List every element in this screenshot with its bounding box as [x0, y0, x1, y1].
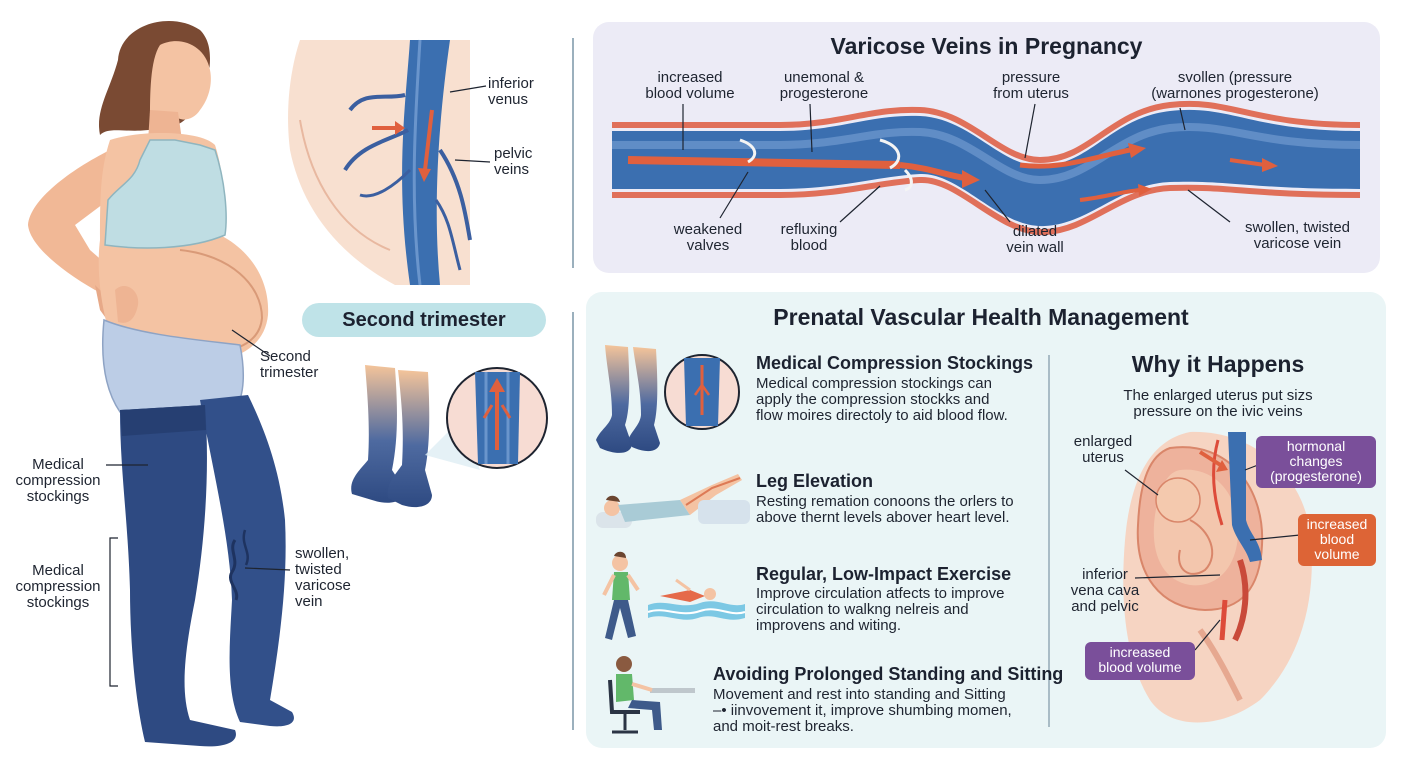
swollen-pressure-label: svollen (pressure (warnones progesterone… [1151, 69, 1319, 102]
pelvic-veins-label: pelvic veins [494, 145, 533, 178]
inferior-vena-label: inferior vena cava and pelvic [1070, 566, 1140, 615]
dilated-wall-label: dilated vein wall [1006, 223, 1064, 256]
stockings-label-1: Medical compression stockings [15, 456, 101, 505]
hormonal-label: unemonal & progesterone [779, 69, 869, 102]
refluxing-blood-label: refluxing blood [780, 221, 838, 254]
second-trimester-pointer-label: Second trimester [260, 348, 319, 381]
divider-top [572, 38, 574, 268]
swollen-twisted-label: swollen, twisted varicose vein [1244, 219, 1351, 252]
item-desc-avoid-standing: Movement and rest into standing and Sitt… [713, 686, 1012, 735]
item-title-stockings: Medical Compression Stockings [756, 353, 1034, 373]
item-desc-stockings: Medical compression stockings can apply … [756, 375, 1008, 424]
second-trimester-pill: Second trimester [302, 303, 546, 337]
swollen-vein-label: swollen, twisted varicose vein [295, 545, 351, 610]
pressure-uterus-label: pressure from uterus [993, 69, 1069, 102]
item-title-leg-elevation: Leg Elevation [756, 471, 874, 491]
item-desc-leg-elevation: Resting remation conoons the orlers to a… [756, 493, 1014, 526]
weakened-valves-label: weakened valves [673, 221, 743, 254]
why-title: Why it Happens [1131, 351, 1305, 377]
item-desc-exercise: Improve circulation atfects to improve c… [756, 585, 1005, 634]
increased-blood-volume-label: increased blood volume [645, 69, 735, 102]
increased-volume-tag-right: increased blood volume [1298, 514, 1376, 566]
increased-volume-tag-bottom: increased blood volume [1085, 642, 1195, 680]
hormonal-changes-tag: hormonal changes (progesterone) [1256, 436, 1376, 488]
management-title: Prenatal Vascular Health Management [773, 304, 1189, 330]
item-title-exercise: Regular, Low-Impact Exercise [756, 564, 1012, 584]
inferior-vein-label: inferior venus [488, 75, 534, 108]
varicose-veins-title: Varicose Veins in Pregnancy [830, 33, 1143, 59]
enlarged-uterus-label: enlarged uterus [1073, 433, 1133, 466]
stockings-label-2: Medical compression stockings [15, 562, 101, 611]
item-title-avoid-standing: Avoiding Prolonged Standing and Sitting [713, 664, 1064, 684]
divider-bottom [572, 312, 574, 730]
management-divider [1048, 355, 1050, 727]
why-subtitle: The enlarged uterus put sizs pressure on… [1123, 387, 1313, 420]
